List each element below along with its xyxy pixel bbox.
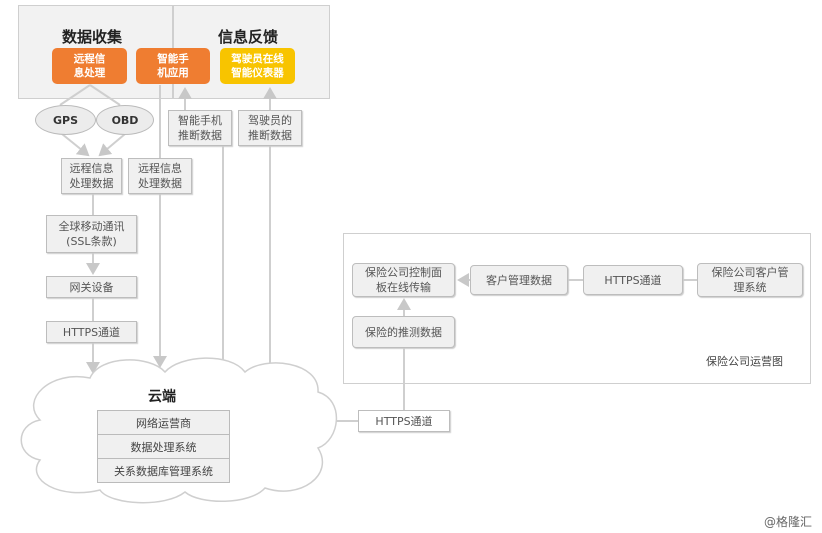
- dashboard-box: 驾驶员在线 智能仪表器: [220, 48, 295, 84]
- insurer-caption: 保险公司运营图: [706, 355, 783, 368]
- telematics-data-box: 远程信息 处理数据: [61, 158, 122, 194]
- cloud-systems-table: 网络运营商 数据处理系统 关系数据库管理系统: [97, 410, 230, 483]
- driver-inference-box: 驾驶员的 推断数据: [238, 110, 302, 146]
- cloud-row: 数据处理系统: [98, 435, 229, 459]
- cloud-title: 云端: [148, 389, 176, 405]
- watermark: @格隆汇: [764, 515, 813, 529]
- telematics-box: 远程信 息处理: [52, 48, 127, 84]
- gateway-box: 网关设备: [46, 276, 137, 298]
- insurer-panel: [343, 233, 811, 384]
- data-collection-title: 数据收集: [62, 28, 123, 46]
- cloud-row: 关系数据库管理系统: [98, 459, 229, 483]
- cloud-https-box: HTTPS通道: [358, 410, 450, 432]
- https-box: HTTPS通道: [46, 321, 137, 343]
- gps-node: GPS: [35, 105, 96, 135]
- crm-box: 保险公司客户管 理系统: [697, 263, 803, 297]
- obd-node: OBD: [96, 105, 154, 135]
- telematics-data-box-2: 远程信息 处理数据: [128, 158, 192, 194]
- insurer-inference-box: 保险的推测数据: [352, 316, 455, 348]
- smartphone-app-box: 智能手 机应用: [136, 48, 210, 84]
- phone-inference-box: 智能手机 推断数据: [168, 110, 232, 146]
- insurer-https-box: HTTPS通道: [583, 265, 683, 295]
- customer-data-box: 客户管理数据: [470, 265, 568, 295]
- cloud-row: 网络运营商: [98, 411, 229, 435]
- gsm-box: 全球移动通讯 (SSL条款): [46, 215, 137, 253]
- insurer-dashboard-box: 保险公司控制面 板在线传输: [352, 263, 455, 297]
- feedback-title: 信息反馈: [218, 28, 279, 46]
